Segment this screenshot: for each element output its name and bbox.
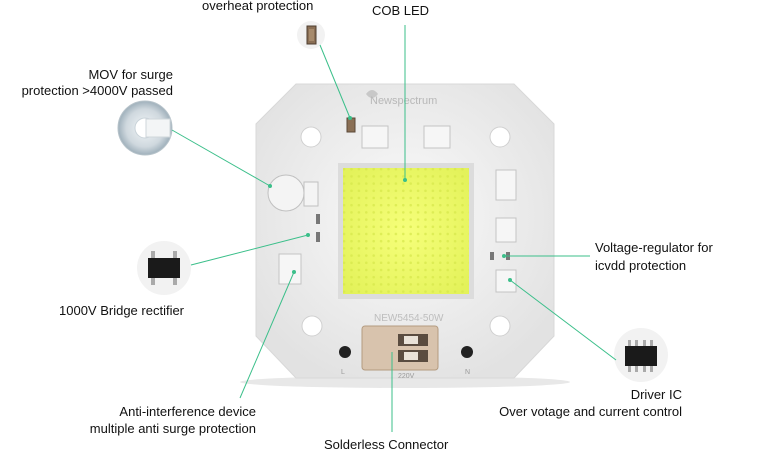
terminal-n bbox=[461, 346, 473, 358]
anti-interference-label-line1: Anti-interference device bbox=[119, 404, 256, 419]
bridge-label: 1000V Bridge rectifier bbox=[59, 303, 185, 318]
brand-text: Newspectrum bbox=[370, 95, 437, 107]
top-pad-1 bbox=[361, 125, 389, 149]
driver-ic-inset bbox=[614, 328, 668, 382]
driver-ic-component bbox=[495, 269, 517, 293]
right-pad-2 bbox=[495, 217, 517, 243]
leader-driver bbox=[509, 279, 617, 361]
mount-hole-br bbox=[489, 315, 511, 337]
mov-component bbox=[267, 174, 305, 212]
svg-text:N: N bbox=[465, 369, 470, 376]
model-text: NEW5454-50W bbox=[374, 313, 444, 324]
overheat-label: overheat protection bbox=[202, 0, 314, 13]
terminal-l bbox=[339, 346, 351, 358]
svg-text:L: L bbox=[341, 369, 345, 376]
bridge-rectifier-inset bbox=[137, 241, 191, 295]
anti-interference-label-line2: multiple anti surge protection bbox=[89, 421, 256, 436]
leader-overheat bbox=[319, 44, 351, 119]
right-pad-1 bbox=[495, 169, 517, 201]
mov-label-line2: protection >4000V passed bbox=[21, 83, 173, 98]
voltage-regulator-label-line2: icvdd protection bbox=[595, 258, 687, 273]
leader-anti bbox=[239, 271, 295, 399]
mount-hole-bl bbox=[301, 315, 323, 337]
left-pad bbox=[278, 253, 302, 285]
driver-ic-label-line2: Over votage and current control bbox=[499, 404, 682, 419]
thermistor-component bbox=[346, 117, 356, 133]
connector-label: Solderless Connector bbox=[324, 437, 449, 452]
mov-inset bbox=[117, 100, 173, 156]
brand-logo: Newspectrum bbox=[366, 90, 437, 107]
mount-hole-tl bbox=[300, 126, 322, 148]
leader-bridge bbox=[190, 234, 309, 266]
top-pad-2 bbox=[423, 125, 451, 149]
solderless-connector: 220V bbox=[361, 325, 439, 380]
thermistor-inset bbox=[297, 21, 325, 49]
leader-lines bbox=[171, 25, 617, 432]
mov-label-line1: MOV for surge bbox=[88, 67, 173, 82]
cob-led-label: COB LED bbox=[372, 3, 430, 18]
leader-mov bbox=[171, 129, 271, 187]
svg-text:220V: 220V bbox=[398, 373, 415, 380]
voltage-regulator-label-line1: Voltage-regulator for bbox=[595, 240, 713, 255]
driver-ic-label-line1: Driver IC bbox=[630, 387, 682, 402]
mount-hole-tr bbox=[489, 126, 511, 148]
